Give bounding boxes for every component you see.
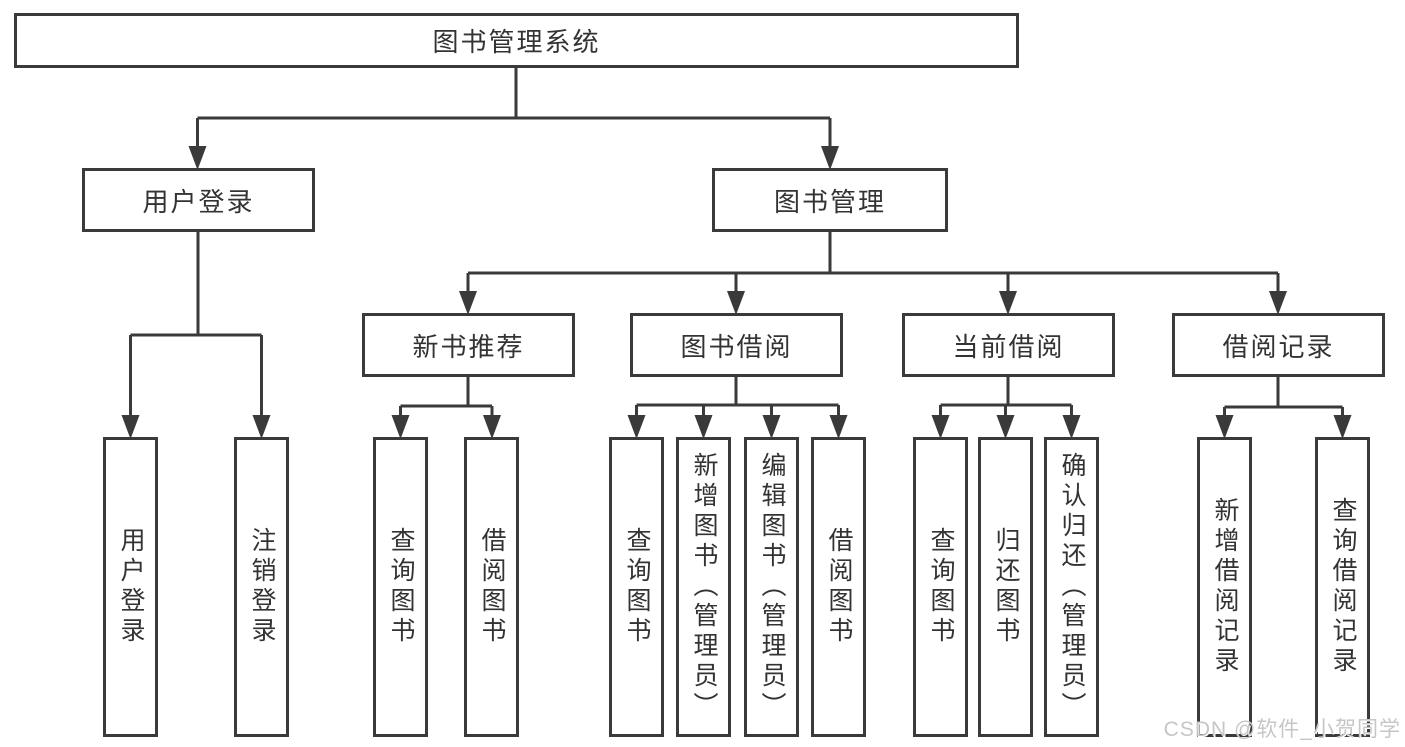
node-label: 新增借阅记录 xyxy=(1211,497,1239,677)
arrowheads xyxy=(121,146,1352,439)
node-book-borrowing: 图书借阅 xyxy=(630,313,843,377)
leaf-user-login: 用户登录 xyxy=(103,437,158,737)
leaf-query-books-borrowing: 查询图书 xyxy=(609,437,664,737)
node-current-borrowing: 当前借阅 xyxy=(902,313,1115,377)
node-label: 借阅图书 xyxy=(478,527,506,647)
node-label: 新书推荐 xyxy=(412,331,525,362)
node-label: 图书借阅 xyxy=(680,331,793,362)
leaf-add-books-admin: 新增图书（管理员） xyxy=(676,437,731,737)
node-label: 用户登录 xyxy=(117,527,145,647)
leaf-query-books-recommend: 查询图书 xyxy=(373,437,428,737)
csdn-watermark: CSDN @软件_小贺同学 xyxy=(1163,718,1401,741)
connector-paths xyxy=(129,68,1344,424)
node-label: 注销登录 xyxy=(248,527,276,647)
node-label: 查询图书 xyxy=(927,527,955,647)
node-borrowing-records: 借阅记录 xyxy=(1172,313,1385,377)
node-label: 确认归还（管理员） xyxy=(1058,452,1086,722)
node-label: 当前借阅 xyxy=(952,331,1065,362)
node-label: 新增图书（管理员） xyxy=(690,452,718,722)
node-label: 用户登录 xyxy=(142,186,255,217)
node-label: 图书管理 xyxy=(773,186,886,217)
leaf-return-books: 归还图书 xyxy=(978,437,1033,737)
node-label: 借阅记录 xyxy=(1222,331,1335,362)
node-label: 查询图书 xyxy=(623,527,651,647)
node-label: 借阅图书 xyxy=(825,527,853,647)
node-label: 查询图书 xyxy=(387,527,415,647)
leaf-borrow-books: 借阅图书 xyxy=(811,437,866,737)
node-new-book-recommendation: 新书推荐 xyxy=(362,313,575,377)
node-label: 图书管理系统 xyxy=(432,27,601,57)
node-library-management-system: 图书管理系统 xyxy=(14,13,1019,68)
leaf-add-borrow-record: 新增借阅记录 xyxy=(1197,437,1252,737)
leaf-confirm-return-admin: 确认归还（管理员） xyxy=(1044,437,1099,737)
leaf-query-books-current: 查询图书 xyxy=(913,437,968,737)
node-user-login: 用户登录 xyxy=(82,168,315,232)
node-label: 编辑图书（管理员） xyxy=(758,452,786,722)
node-book-management: 图书管理 xyxy=(712,168,948,232)
node-label: 归还图书 xyxy=(992,527,1020,647)
leaf-logout: 注销登录 xyxy=(234,437,289,737)
leaf-query-borrow-record: 查询借阅记录 xyxy=(1315,437,1370,737)
leaf-borrow-books-recommend: 借阅图书 xyxy=(464,437,519,737)
node-label: 查询借阅记录 xyxy=(1329,497,1357,677)
leaf-edit-books-admin: 编辑图书（管理员） xyxy=(744,437,799,737)
